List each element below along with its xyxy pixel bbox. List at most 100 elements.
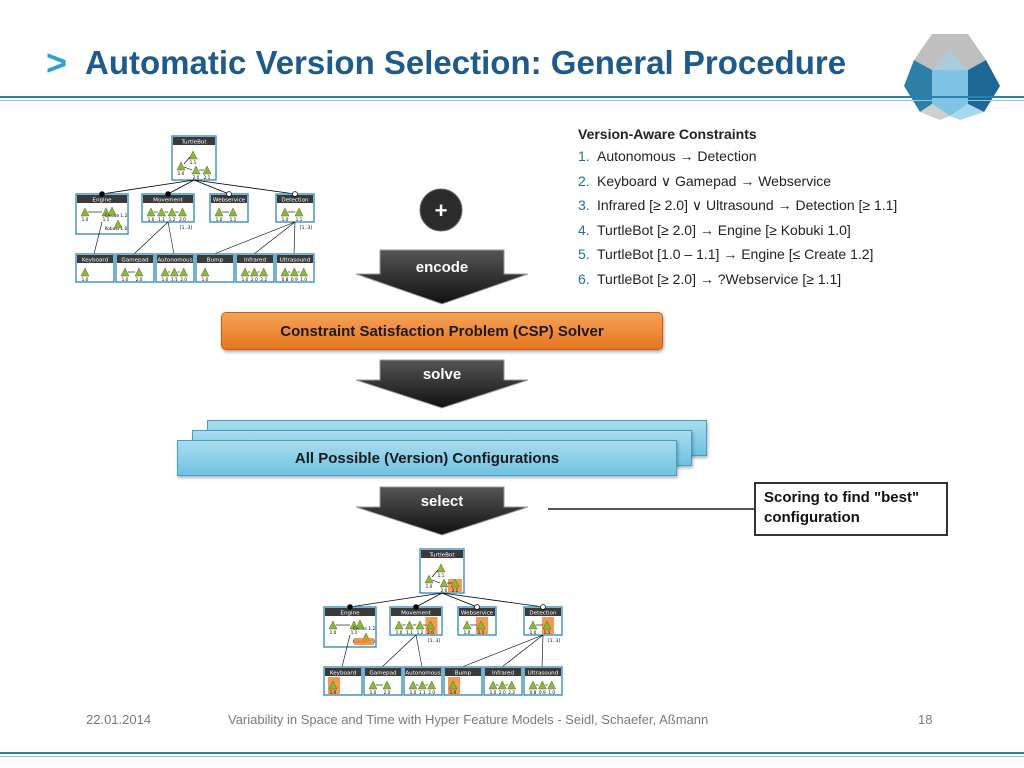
version-triangle-icon: [394, 620, 404, 630]
version-triangle-icon: [547, 680, 557, 690]
diagram-label: 2.0: [427, 630, 434, 636]
diagram-label: 1.0: [330, 690, 337, 696]
scoring-connector: [548, 508, 754, 510]
page-number: 18: [918, 712, 933, 727]
feature-connector-dot: [226, 191, 232, 197]
diagram-label: 1.0: [300, 277, 307, 283]
version-triangle-icon: [448, 680, 458, 690]
version-triangle-icon: [188, 150, 198, 160]
constraint-number: 4.: [578, 221, 590, 238]
version-triangle-icon: [176, 161, 186, 171]
diagram-label: Engine: [92, 197, 112, 203]
diagram-label: Create 1.2: [105, 213, 128, 219]
version-triangle-icon: [450, 578, 460, 588]
tree-edge: [213, 221, 296, 255]
diagram-label: 2.0: [193, 175, 200, 181]
version-triangle-icon: [462, 620, 472, 630]
constraint-item: 4. TurtleBot [≥ 2.0] → Engine [≥ Kobuki 1…: [578, 222, 897, 247]
footer-rule-thin: [0, 756, 1024, 757]
diagram-label: 1.0: [410, 690, 417, 696]
logo-facet-bottom-right: [950, 104, 984, 120]
diagram-label: [1..3]: [428, 638, 441, 644]
diagram-label: Movement: [153, 197, 183, 203]
diagram-label: 1.0: [370, 690, 377, 696]
tree-edge: [349, 592, 443, 608]
diagram-label: 1.0: [282, 217, 289, 223]
version-triangle-icon: [542, 620, 552, 630]
diagram-label: 2.2: [260, 277, 267, 283]
footer-rule: [0, 752, 1024, 754]
logo-facet-right: [968, 60, 1000, 112]
tree-edge: [193, 179, 230, 195]
tree-edge: [93, 221, 103, 255]
diagram-label: Webservice: [461, 610, 494, 616]
constraint-item: 5.TurtleBot [1.0 – 1.1] → Engine [≤ Crea…: [578, 246, 897, 271]
version-triangle-icon: [436, 563, 446, 573]
university-logo: [904, 34, 1000, 120]
diagram-label: 1.1: [171, 277, 178, 283]
diagram-label: 2.0: [179, 217, 186, 223]
selected-version-highlight: [354, 638, 374, 645]
version-triangle-icon: [439, 578, 449, 588]
slide-title: Automatic Version Selection: General Pro…: [85, 44, 847, 81]
diagram-label: Ultrasound: [280, 257, 311, 263]
encode-label: encode: [416, 259, 469, 276]
diagram-label: [1..3]: [548, 638, 561, 644]
diagram-label: 1.0: [82, 217, 89, 223]
diagram-label: 2.2: [508, 690, 515, 696]
version-triangle-icon: [507, 680, 517, 690]
diagram-label: 1.1: [158, 217, 165, 223]
diagram-label: 1.1: [351, 630, 358, 636]
version-triangle-icon: [497, 680, 507, 690]
version-triangle-icon: [405, 620, 414, 630]
version-triangle-icon: [328, 620, 338, 630]
scoring-box: Scoring to find "best" configuration: [754, 482, 948, 536]
diagram-label: Infrared: [492, 670, 515, 676]
version-triangle-icon: [294, 207, 304, 217]
constraint-number: 1.: [578, 148, 590, 164]
select-label: select: [421, 493, 464, 510]
diagram-label: 1.0: [396, 630, 403, 636]
diagram-label: 0.9: [539, 690, 546, 696]
constraints-list: 1.Autonomous → Detection 2.Keyboard ∨ Ga…: [578, 148, 897, 296]
version-triangle-icon: [408, 680, 418, 690]
diagram-label: Autonomous: [405, 670, 440, 676]
diagram-label: 2.0: [251, 277, 258, 283]
diagram-label: 2.0: [136, 277, 143, 283]
tree-edge: [441, 592, 544, 608]
constraint-text: Autonomous → Detection: [597, 148, 757, 164]
logo-facet-left: [904, 60, 932, 112]
constraint-text: TurtleBot [1.0 – 1.1] → Engine [≤ Create…: [597, 246, 874, 263]
tree-edge: [101, 179, 195, 195]
diagram-label: 1.2: [169, 217, 176, 223]
diagram-label: 1.1: [296, 217, 303, 223]
version-triangle-icon: [349, 620, 359, 630]
footer-date: 22.01.2014: [86, 712, 152, 727]
version-triangle-icon: [426, 620, 435, 630]
diagram-label: 0.9: [291, 277, 298, 283]
version-triangle-icon: [488, 680, 498, 690]
solve-arrow: solve: [355, 359, 529, 409]
diagram-label: Gamepad: [369, 670, 397, 676]
diagram-label: Movement: [401, 610, 431, 616]
config-card-front: All Possible (Version) Configurations: [177, 440, 677, 476]
diagram-label: 1.0: [426, 584, 433, 590]
diagram-label: 1.0: [148, 217, 155, 223]
diagram-label: 1.1: [406, 630, 413, 636]
tree-edge: [341, 634, 351, 668]
constraint-text: TurtleBot [≥ 2.0] → Engine [≥ Kobuki 1.0…: [597, 221, 851, 238]
version-triangle-icon: [415, 620, 425, 630]
select-arrow: select: [355, 486, 529, 536]
diagram-label: 1.1: [190, 160, 197, 166]
version-triangle-icon: [259, 267, 269, 277]
